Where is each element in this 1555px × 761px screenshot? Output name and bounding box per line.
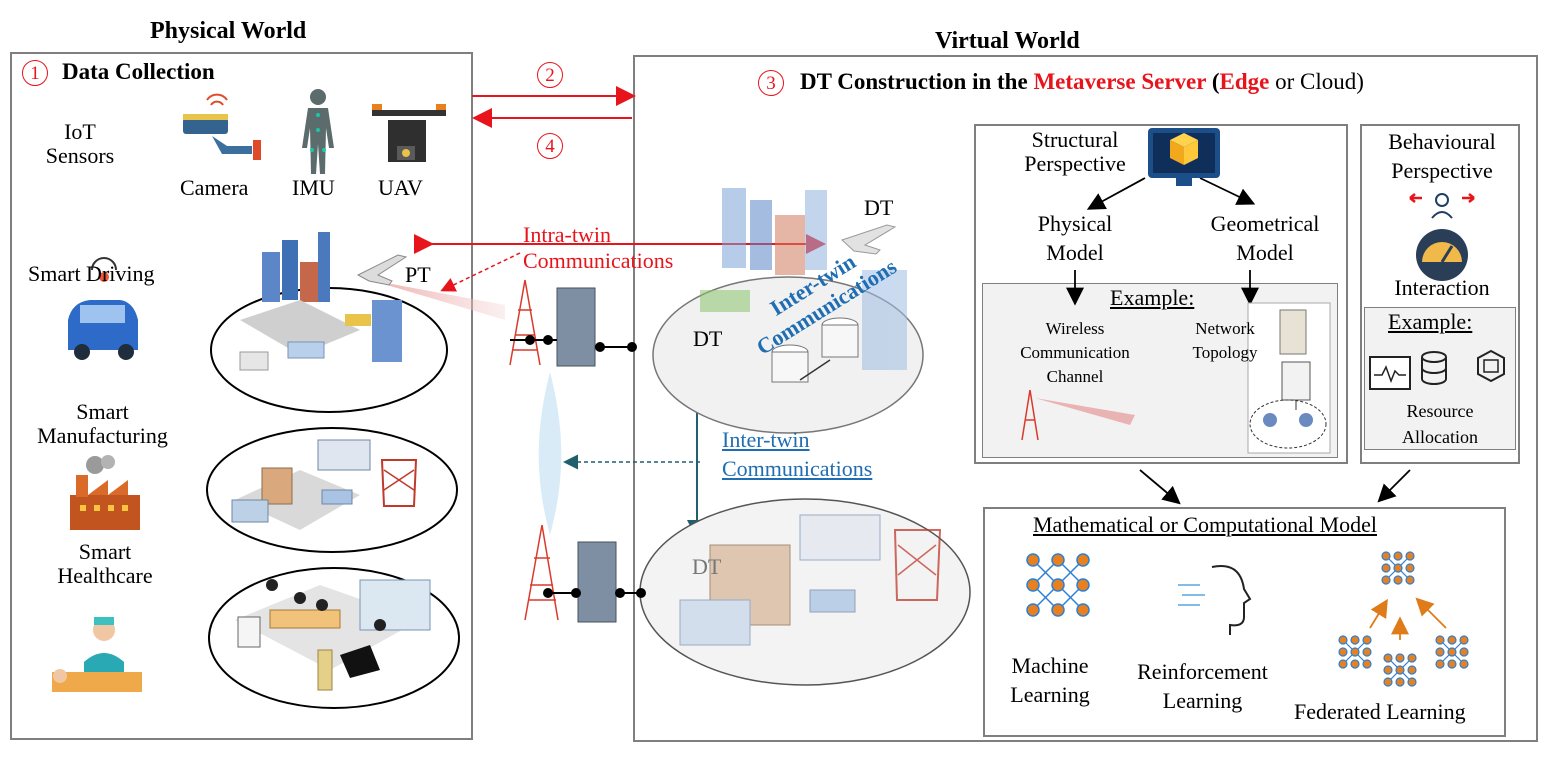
arrow-intra-twin-dashed [440, 252, 521, 292]
structural-perspective-title: Structural Perspective [1024, 127, 1126, 177]
tower-top-icon [509, 279, 541, 366]
edge-label: Edge [1219, 69, 1270, 94]
arrow-to-physical-model [1086, 177, 1146, 210]
metaverse-server-label: Metaverse Server [1033, 69, 1207, 94]
iot-sensors-label: IoT Sensors [45, 119, 115, 169]
imu-label: IMU [292, 175, 335, 200]
network-topology-illustration [1247, 302, 1331, 454]
interaction-label: Interaction [1394, 275, 1490, 300]
factory-buildings [231, 439, 418, 530]
tower-bottom-icon [524, 524, 559, 621]
dt-airplane-icon [841, 224, 897, 255]
interaction-person-icon [1409, 193, 1475, 219]
monitor-cube-icon [1148, 128, 1220, 186]
resource-allocation-label: Resource Allocation [1402, 401, 1478, 448]
arrow-structural-to-math [1139, 469, 1181, 505]
dt-construction-open: ( [1206, 69, 1220, 94]
math-model-title: Mathematical or Computational Model [1033, 512, 1377, 537]
factory-icon [70, 455, 140, 530]
step-3-badge: 3 [758, 70, 784, 96]
smart-healthcare-label: Smart Healthcare [57, 539, 153, 589]
arrow-behavioural-to-math [1377, 469, 1411, 503]
arrow-to-geometrical-model [1199, 177, 1256, 205]
network-topology-label: Network Topology [1192, 319, 1258, 362]
pt-beam [370, 280, 505, 320]
network-links [510, 339, 640, 594]
gauge-gear-icon [1416, 229, 1468, 281]
airplane-icon [356, 254, 408, 286]
dt-label-city: DT [693, 326, 723, 351]
pt-label: PT [405, 262, 431, 287]
database-refresh-icon [1421, 351, 1447, 385]
city-buildings [239, 232, 402, 371]
smart-driving-label: Smart Driving [28, 261, 155, 286]
healthcare-doctor-icon [52, 617, 142, 692]
virtual-world-title: Virtual World [935, 28, 1080, 54]
neural-network-fl-top-icon [1381, 551, 1415, 585]
dt-city-buildings [700, 188, 907, 370]
physical-model-label: Physical Model [1037, 211, 1113, 265]
server-top-icon [556, 287, 596, 367]
behavioural-perspective-title: Behavioural Perspective [1388, 129, 1496, 183]
fl-client-arrows [1369, 597, 1447, 640]
uav-label: UAV [378, 175, 423, 200]
data-cylinders [771, 317, 859, 383]
geometrical-model-label: Geometrical Model [1210, 211, 1320, 265]
behavioural-perspective-panel [1360, 124, 1520, 464]
network-nodes [525, 335, 646, 598]
virtual-world-panel [633, 55, 1538, 742]
camera-label: Camera [180, 175, 249, 200]
smart-manufacturing-label: Smart Manufacturing [37, 399, 168, 449]
hospital-room [235, 579, 431, 691]
physical-world-title: Physical World [150, 18, 307, 44]
camera-icon [183, 93, 261, 160]
behavioural-example-label: Example: [1388, 309, 1473, 334]
chip-hexagon-icon [1477, 349, 1505, 383]
inter-twin-label: Inter-twin Communications [722, 427, 873, 481]
step-4-badge: 4 [537, 133, 563, 159]
math-model-panel [983, 507, 1506, 737]
reinforcement-learning-label: Reinforcement Learning [1137, 659, 1268, 713]
dt-construction-prefix: DT Construction in the [800, 69, 1034, 94]
imu-body-icon [302, 89, 334, 174]
dt-construction-title: DT Construction in the Metaverse Server … [800, 69, 1364, 94]
intra-twin-label: Intra-twin Communications [523, 222, 674, 274]
step-1-badge: 1 [22, 60, 48, 86]
monitor-waveform-icon [1369, 356, 1411, 390]
wireless-beam [1035, 398, 1135, 425]
federated-learning-label: Federated Learning [1294, 699, 1466, 724]
physical-world-panel [10, 52, 473, 740]
uav-drone-icon [372, 104, 446, 162]
server-bottom-icon [577, 541, 617, 623]
vertical-beam [538, 372, 562, 535]
dt-factory-buildings [679, 514, 942, 646]
wireless-tower-icon [1021, 389, 1039, 441]
smart-car-icon [68, 257, 138, 360]
brain-head-icon [1178, 565, 1252, 635]
dt-label-factory: DT [692, 554, 722, 579]
data-collection-label: Data Collection [62, 59, 215, 84]
neural-network-ml-icon [1026, 553, 1090, 617]
dt-label-airplane: DT [864, 195, 894, 220]
wireless-channel-label: Wireless Communication Channel [1020, 319, 1130, 386]
machine-learning-label: Machine Learning [1010, 653, 1090, 707]
step-2-badge: 2 [537, 62, 563, 88]
structural-example-label: Example: [1110, 285, 1195, 310]
scene-driving-ellipse [210, 287, 448, 413]
structural-perspective-panel [974, 124, 1348, 464]
neural-network-fl-clients-icon [1338, 635, 1469, 687]
dt-construction-rest: or Cloud) [1269, 69, 1364, 94]
